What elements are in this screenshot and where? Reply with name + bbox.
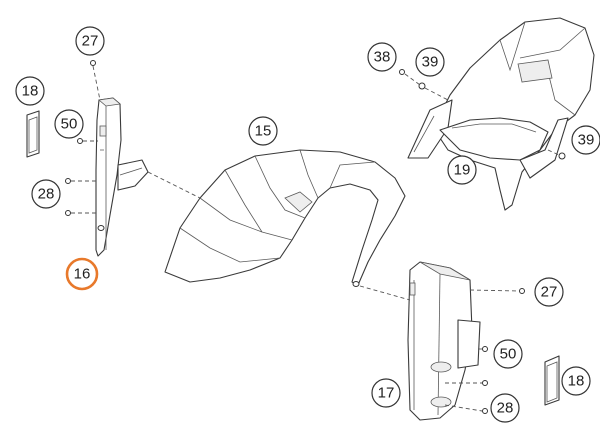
svg-text:27: 27	[82, 33, 99, 50]
screws-left	[65, 60, 101, 216]
svg-text:50: 50	[61, 116, 78, 133]
svg-text:28: 28	[497, 400, 514, 417]
svg-text:18: 18	[568, 373, 585, 390]
callout-38: 38	[367, 42, 397, 72]
sticker-right	[544, 355, 560, 406]
fork-guard-right	[359, 261, 481, 421]
callout-18-right: 18	[561, 366, 591, 396]
svg-text:18: 18	[22, 83, 39, 100]
callout-39-top: 39	[415, 47, 445, 77]
callout-18-left: 18	[15, 76, 45, 106]
callout-28-right: 28	[490, 393, 520, 423]
callout-50-right: 50	[493, 339, 523, 369]
svg-text:50: 50	[500, 346, 517, 363]
svg-text:19: 19	[454, 162, 471, 179]
svg-text:15: 15	[255, 123, 272, 140]
svg-text:39: 39	[422, 54, 439, 71]
callout-19: 19	[447, 155, 477, 185]
svg-text:17: 17	[378, 385, 395, 402]
screws-right	[444, 288, 525, 414]
callout-17: 17	[371, 378, 401, 408]
callouts: 27 18 50 28 16 15 38 39	[15, 26, 600, 423]
svg-text:28: 28	[38, 186, 55, 203]
svg-text:16: 16	[74, 266, 91, 283]
front-fender	[147, 149, 406, 287]
rear-fender-assembly	[399, 17, 595, 211]
svg-text:27: 27	[541, 284, 558, 301]
callout-27-right: 27	[534, 277, 564, 307]
callout-50-left: 50	[54, 109, 84, 139]
sticker-left	[26, 110, 40, 158]
callout-27-top-left: 27	[75, 26, 105, 56]
svg-text:39: 39	[578, 132, 595, 149]
callout-15: 15	[248, 116, 278, 146]
callout-16-highlighted: 16	[65, 257, 99, 291]
callout-39-right: 39	[571, 125, 600, 155]
svg-text:38: 38	[374, 49, 391, 66]
fork-guard-left	[95, 97, 149, 257]
callout-28-left: 28	[31, 179, 61, 209]
